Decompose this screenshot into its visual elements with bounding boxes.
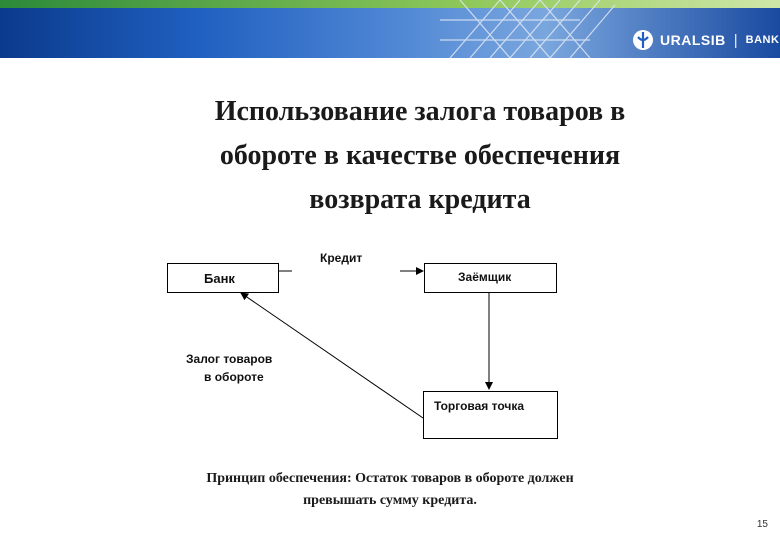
title-line-3: возврата кредита	[309, 184, 531, 215]
pledge-label-line-2: в обороте	[204, 370, 264, 384]
tower-graphic	[440, 0, 616, 58]
credit-label: Кредит	[320, 251, 363, 265]
node-store: Торговая точка	[423, 391, 558, 439]
header-banner: URALSIB | BANK	[0, 0, 780, 58]
title-line-1: Использование залога товаров в	[214, 96, 626, 127]
principle-text: Принцип обеспечения: Остаток товаров в о…	[130, 468, 650, 512]
pledge-label: Залог товаров в обороте	[186, 350, 272, 386]
node-store-label: Торговая точка	[434, 399, 525, 413]
node-borrower: Заёмщик	[424, 263, 557, 293]
principle-line-1: Принцип обеспечения: Остаток товаров в о…	[206, 471, 574, 486]
brand-name: URALSIB	[660, 32, 726, 48]
pledge-label-line-1: Залог товаров	[186, 352, 273, 366]
slide-title: Использование залога товаров в обороте в…	[150, 90, 690, 222]
title-line-2: обороте в качестве обеспечения	[219, 140, 621, 171]
brand-suffix: BANK	[745, 34, 780, 46]
brand-separator: |	[733, 31, 738, 49]
principle-line-2: превышать сумму кредита.	[303, 493, 477, 508]
node-borrower-label: Заёмщик	[458, 270, 512, 284]
header-green-stripe	[0, 0, 780, 8]
brand-logo-block: URALSIB | BANK	[632, 26, 779, 54]
page-number: 15	[756, 519, 768, 530]
node-bank: Банк	[167, 263, 279, 293]
node-bank-label: Банк	[204, 271, 235, 286]
uralsib-logo-icon	[633, 30, 653, 50]
pledge-arrow	[240, 292, 424, 419]
